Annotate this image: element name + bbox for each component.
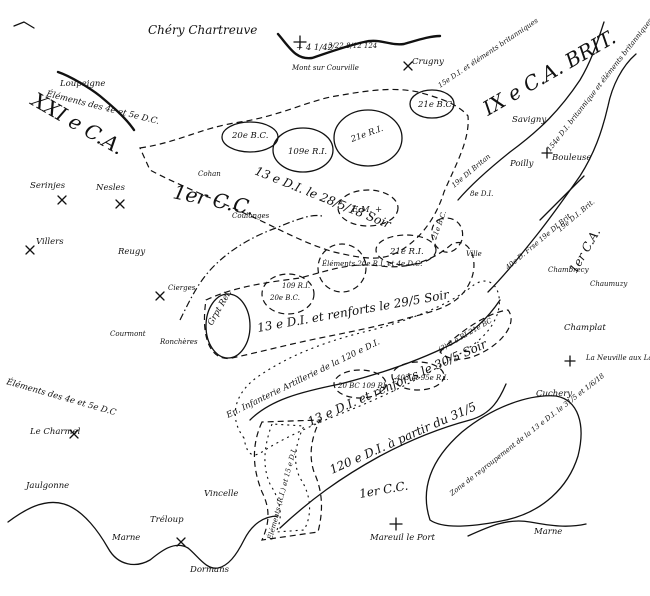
brit-line-1 xyxy=(457,21,605,201)
unit-oval-8ri xyxy=(439,309,512,360)
unit-21bc: 21e B.C. xyxy=(417,100,454,110)
place-chery: Chéry Chartreuve xyxy=(148,23,257,37)
unit-13di-2805: 13 e D.I. le 28/5/18 Soir xyxy=(253,164,394,232)
place-chambrecy: Chambrecy xyxy=(548,266,590,274)
place-jaulgonne: Jaulgonne xyxy=(24,481,69,491)
place-poilly: Poilly xyxy=(509,159,534,169)
unit-21ri-b: 21e R.I. xyxy=(389,247,424,257)
place-savigny: Savigny xyxy=(512,115,546,125)
place-neuville: La Neuville aux Larris xyxy=(585,354,650,362)
unit-oval-em xyxy=(337,189,399,227)
place-reugy: Reugy xyxy=(117,247,145,257)
marne-river-east xyxy=(467,520,587,537)
place-mark xyxy=(564,355,576,367)
place-treloup: Tréloup xyxy=(150,514,184,525)
place-loupeigne: Loupeigne xyxy=(59,79,105,89)
brit-line-3 xyxy=(539,175,585,221)
place-mark xyxy=(155,291,165,301)
place-mareuil: Mareuil le Port xyxy=(369,533,435,543)
unit-oval-elements xyxy=(317,243,367,293)
place-mark xyxy=(115,199,125,209)
place-marne-left: Marne xyxy=(111,533,140,543)
front-west-outer xyxy=(253,419,323,541)
front-3005-inner xyxy=(249,299,501,421)
place-chaumuzy: Chaumuzy xyxy=(590,280,628,288)
unit-oval-403ri xyxy=(391,361,445,391)
unit-elem-ri: Éléments 20e R.I. et 4e D.C. xyxy=(321,259,422,268)
front-120di xyxy=(279,383,507,529)
unit-403ri: 403 et 95e R.I. xyxy=(395,374,449,382)
marne-river xyxy=(7,501,279,569)
place-mark xyxy=(69,429,79,439)
place-marne-right: Marne xyxy=(533,527,562,537)
brit-left: 19e DI Britan xyxy=(450,152,492,189)
place-ciergues: Cierges xyxy=(168,284,196,292)
place-charmel: Le Charmel xyxy=(29,427,81,437)
zone-regroupement xyxy=(425,395,582,527)
unit-oval-20bc-b xyxy=(261,273,315,315)
place-ronchere: Ronchères xyxy=(159,338,198,346)
zone-label: Zone de regroupement de la 13 e D.I. le … xyxy=(448,372,607,499)
unit-20bc-b: 20e B.C. xyxy=(269,294,300,302)
place-d8: 8e D.I. xyxy=(470,190,493,198)
front-2905-outline xyxy=(203,241,475,360)
place-vincelle: Vincelle xyxy=(204,489,238,499)
place-bouleuse: Bouleuse xyxy=(551,153,591,163)
brit-mont-num: 3/22 8/12 124 xyxy=(328,42,377,50)
place-mark xyxy=(25,245,35,255)
unit-oval-21ri xyxy=(333,109,403,167)
unit-oval-21bc xyxy=(409,89,455,119)
unit-oval-20bc-109ri xyxy=(333,369,387,399)
brit-line-2 xyxy=(487,53,637,293)
brit-xx: + 4 1/42 xyxy=(296,43,333,53)
place-champlat: Champlat xyxy=(564,323,606,333)
place-mark xyxy=(403,61,413,71)
unit-oval-grp-rel xyxy=(205,293,251,359)
place-coulonges: Coulonges xyxy=(232,212,270,220)
place-courmont: Courmont xyxy=(110,330,146,338)
brit-d4-8: 40e D. Frse 19e DI Brit xyxy=(503,212,572,272)
unit-20bc: 20e B.C. xyxy=(231,131,268,141)
unit-109ri: 109e R.I. xyxy=(288,147,327,157)
place-cohan: Cohan xyxy=(198,170,221,178)
dashdot-west xyxy=(179,214,323,321)
boundary-top xyxy=(276,32,442,60)
unit-oval-21ri-b xyxy=(375,234,437,266)
place-cuchery: Cuchery xyxy=(536,389,572,399)
place-mark xyxy=(57,195,67,205)
place-elements-left: Éléments des 4e et 5e D.C xyxy=(4,375,118,418)
place-nesles: Nesles xyxy=(95,183,126,193)
unit-elem-bc: 20 BC 109 RI xyxy=(337,382,386,390)
place-ville: Ville xyxy=(466,250,482,258)
place-serieux: Serinjes xyxy=(30,181,66,191)
place-mark xyxy=(541,147,553,159)
boundary-top-left xyxy=(56,70,136,132)
front-2805-outline xyxy=(139,88,469,259)
corps-cc-south: 1er C.C. xyxy=(358,479,409,501)
unit-oval-109ri xyxy=(272,127,334,173)
boundary-top-left-2 xyxy=(13,21,35,29)
corps-ix-brit: IX e C.A. BRIT. xyxy=(478,25,620,121)
unit-21ri: 21e R.I. xyxy=(349,124,385,145)
place-mark xyxy=(176,537,186,547)
place-mark xyxy=(389,517,403,531)
place-mont: Mont sur Courville xyxy=(291,64,359,72)
place-villers: Villers xyxy=(36,237,64,247)
place-dormans: Dormans xyxy=(189,565,230,575)
unit-109ri-b: 109 R.I. xyxy=(282,282,310,290)
place-mark xyxy=(293,35,307,49)
place-crugny: Crugny xyxy=(412,57,444,67)
unit-em: E.M. + xyxy=(351,205,382,215)
